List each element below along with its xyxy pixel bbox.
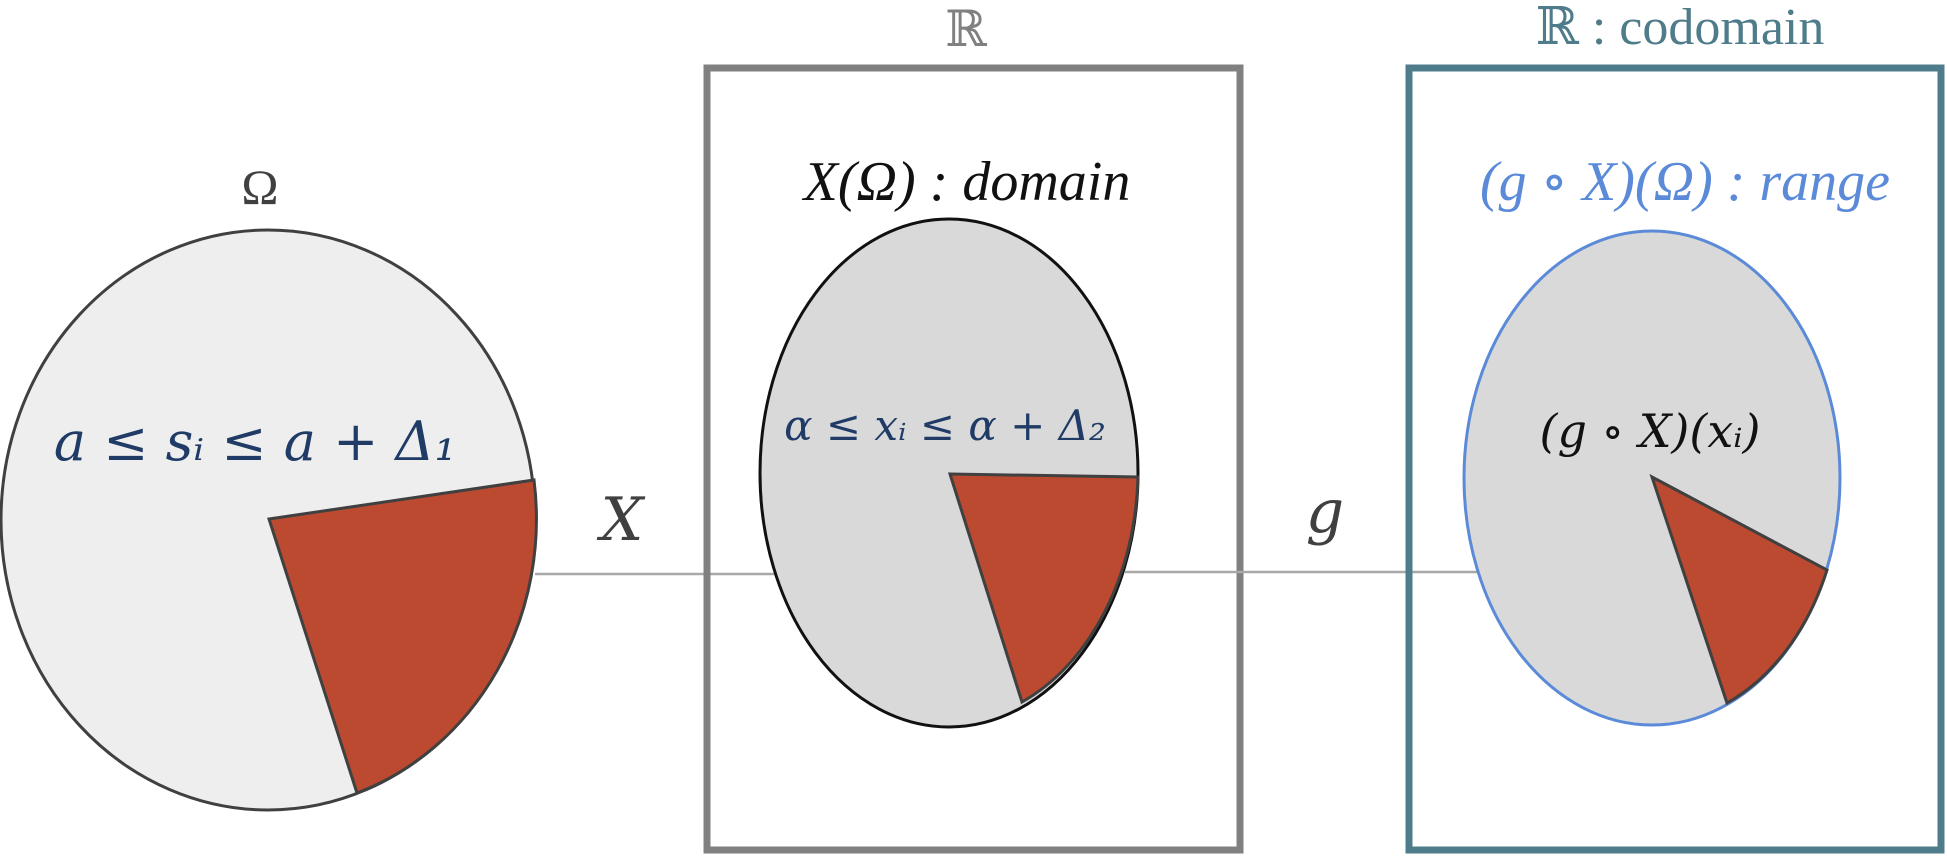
domain-event-wedge: [947, 472, 1140, 705]
omega-set: Ω a ≤ sᵢ ≤ a + Δ₁: [0, 159, 538, 812]
domain-box-set-label: ℝ: [945, 1, 987, 57]
omega-interval-text: a ≤ sᵢ ≤ a + Δ₁: [54, 410, 456, 473]
domain-title: X(Ω) : domain: [802, 151, 1131, 213]
codomain-box: ℝ : codomain (g ∘ X)(Ω) : range (g ∘ X)(…: [1405, 0, 1945, 854]
map-x-label: X: [597, 485, 646, 555]
range-title: (g ∘ X)(Ω) : range: [1480, 151, 1890, 213]
omega-label: Ω: [241, 159, 278, 215]
domain-interval-text: α ≤ xᵢ ≤ α + Δ₂: [784, 401, 1106, 450]
domain-box-frame: [703, 64, 1244, 854]
range-event-wedge: [1649, 473, 1829, 706]
omega-event-wedge: [267, 478, 538, 795]
map-g-label: g: [1306, 477, 1344, 547]
codomain-box-frame: [1405, 64, 1945, 854]
domain-box: ℝ X(Ω) : domain α ≤ xᵢ ≤ α + Δ₂: [703, 1, 1244, 854]
codomain-box-set-label: ℝ : codomain: [1536, 0, 1825, 56]
range-value-text: (g ∘ X)(xᵢ): [1540, 404, 1761, 458]
